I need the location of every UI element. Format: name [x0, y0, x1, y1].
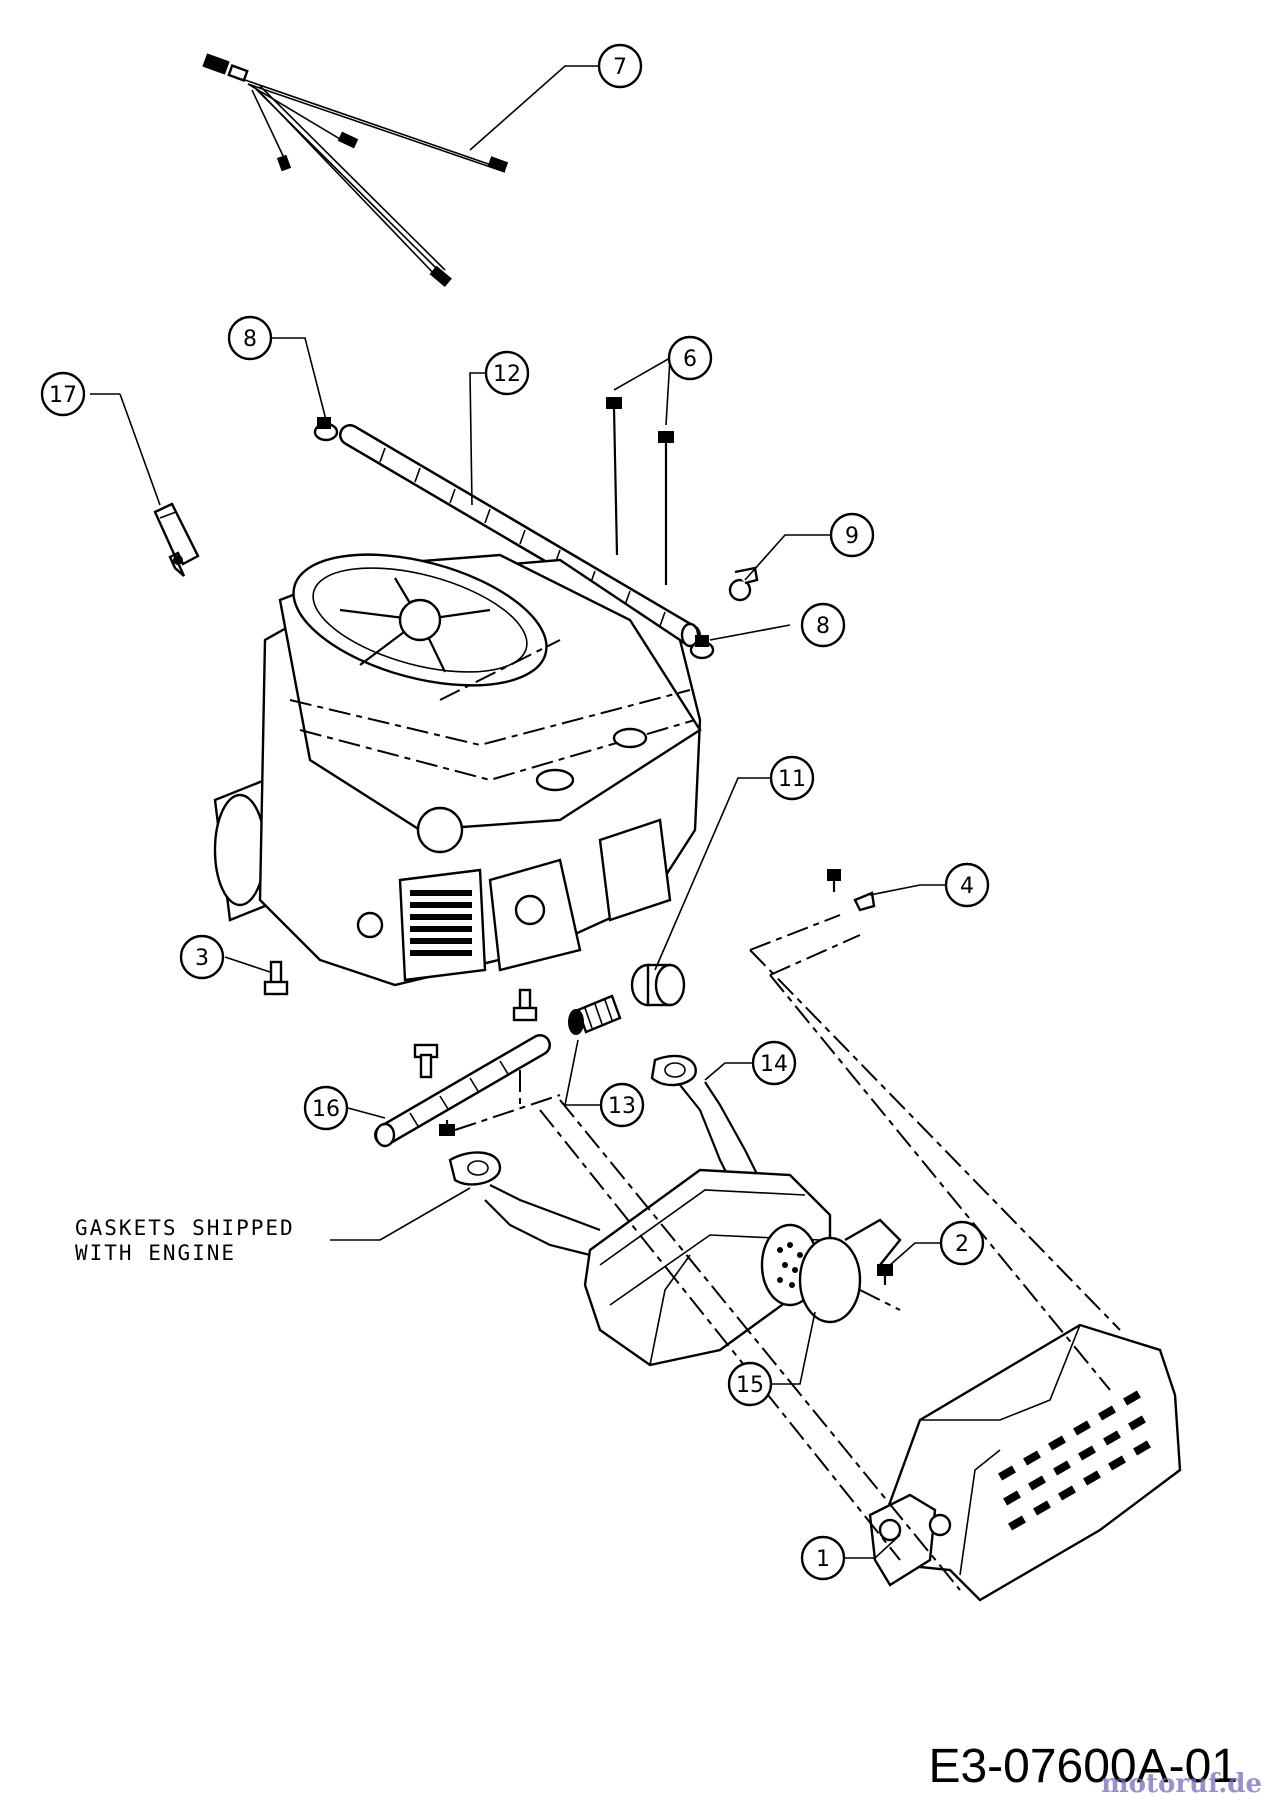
bracket — [153, 502, 200, 577]
gaskets-note-line2: WITH ENGINE — [75, 1241, 236, 1265]
svg-text:17: 17 — [49, 383, 77, 408]
deflector-screw — [877, 1264, 893, 1285]
callout-13: 13 — [599, 1082, 645, 1128]
callout-15: 15 — [727, 1361, 773, 1407]
callout-16: 16 — [303, 1085, 349, 1131]
hose-clamp-lower — [689, 635, 715, 660]
callout-11: 11 — [769, 755, 815, 801]
bolt-left — [263, 960, 289, 996]
assembly-lines — [454, 914, 1121, 1591]
bolt-center — [512, 988, 538, 1022]
svg-text:1: 1 — [816, 1547, 830, 1572]
callout-2: 2 — [939, 1220, 985, 1266]
svg-text:7: 7 — [613, 55, 627, 80]
gaskets-note-line1: GASKETS SHIPPED — [75, 1216, 295, 1240]
bolt-lower — [413, 1043, 439, 1079]
fuel-hose-upper — [339, 424, 701, 648]
callout-17: 17 — [40, 371, 86, 417]
hose-fitting — [568, 994, 622, 1035]
small-screw — [439, 1120, 455, 1136]
callout-8-upper: 8 — [227, 315, 273, 361]
callout-1: 1 — [800, 1535, 846, 1581]
callout-14: 14 — [751, 1040, 797, 1086]
leader-lines — [90, 65, 945, 1559]
svg-text:15: 15 — [736, 1373, 764, 1398]
svg-text:16: 16 — [312, 1097, 340, 1122]
svg-text:8: 8 — [816, 614, 830, 639]
hose-clip — [728, 566, 759, 602]
callout-3: 3 — [179, 934, 225, 980]
svg-text:13: 13 — [608, 1094, 636, 1119]
svg-text:4: 4 — [960, 874, 974, 899]
svg-text:14: 14 — [760, 1052, 788, 1077]
exhaust-pipe-left — [448, 1151, 601, 1257]
svg-text:9: 9 — [845, 524, 859, 549]
callout-6: 6 — [667, 335, 713, 381]
callout-7: 7 — [597, 43, 643, 89]
svg-text:6: 6 — [683, 347, 697, 372]
muffler-heat-shield — [868, 1323, 1182, 1602]
exhaust-fitting — [630, 963, 686, 1007]
callout-4: 4 — [944, 862, 990, 908]
watermark-logo: motoruf.de — [1101, 1769, 1262, 1799]
callout-8-lower: 8 — [800, 602, 846, 648]
engine — [213, 553, 702, 987]
svg-text:11: 11 — [778, 767, 806, 792]
fuel-hose-lower — [374, 1034, 551, 1148]
wiring-harness — [202, 53, 509, 288]
cable-ties — [606, 397, 674, 585]
svg-text:2: 2 — [955, 1232, 969, 1257]
callout-12: 12 — [484, 350, 530, 396]
drawing-code: E3-07600A-01 — [928, 1740, 1238, 1793]
svg-text:8: 8 — [243, 327, 257, 352]
spark-deflector — [798, 1218, 902, 1324]
screw — [827, 869, 876, 912]
svg-text:3: 3 — [195, 946, 209, 971]
callout-9: 9 — [829, 512, 875, 558]
svg-text:12: 12 — [493, 362, 521, 387]
muffler — [583, 1168, 832, 1367]
exhaust-pipe-right — [650, 1054, 761, 1191]
hose-clamp-upper — [313, 417, 339, 442]
